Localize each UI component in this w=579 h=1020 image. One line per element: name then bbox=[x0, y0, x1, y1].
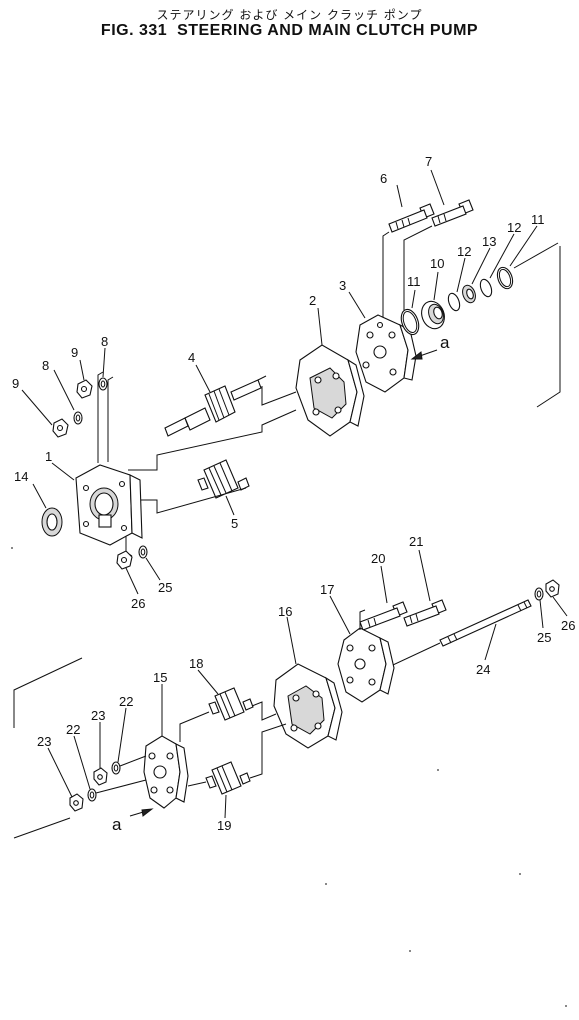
nut-26-left bbox=[116, 550, 133, 570]
washer-8-upper bbox=[98, 377, 108, 391]
view-label-a-lower: a bbox=[112, 815, 122, 834]
callout-26-right: 26 bbox=[561, 618, 575, 633]
o-ring-11-outer bbox=[496, 266, 514, 290]
callout-22b: 22 bbox=[66, 722, 80, 737]
gear-case-16 bbox=[273, 663, 343, 749]
nut-23-upper bbox=[93, 767, 108, 786]
figure-title: FIG. 331 STEERING AND MAIN CLUTCH PUMP bbox=[100, 22, 479, 39]
bolt-21 bbox=[403, 599, 447, 627]
callout-7: 7 bbox=[425, 154, 432, 169]
gear-18 bbox=[208, 687, 254, 721]
nut-26-right bbox=[545, 579, 560, 598]
washer-25-right bbox=[534, 587, 544, 601]
leader-lines bbox=[21, 169, 568, 819]
callout-15: 15 bbox=[153, 670, 167, 685]
callout-6: 6 bbox=[380, 171, 387, 186]
callout-9b: 9 bbox=[71, 345, 78, 360]
rear-cover-17 bbox=[337, 627, 395, 703]
bolt-6 bbox=[388, 203, 435, 233]
callout-18: 18 bbox=[189, 656, 203, 671]
oil-seal-14 bbox=[41, 507, 63, 537]
washer-12-outer bbox=[479, 278, 493, 298]
callout-23b: 23 bbox=[37, 734, 51, 749]
callout-17: 17 bbox=[320, 582, 334, 597]
nut-23-lower bbox=[69, 793, 84, 812]
callout-9a: 9 bbox=[12, 376, 19, 391]
callout-labels: 6 7 3 2 4 5 1 14 9 9 8 8 26 25 11 10 12 … bbox=[12, 154, 575, 833]
figure-title-japanese: ステアリング および メイン クラッチ ポンプ bbox=[156, 8, 423, 22]
callout-16: 16 bbox=[278, 604, 292, 619]
bolt-7 bbox=[431, 199, 474, 227]
washer-22-lower bbox=[87, 788, 97, 802]
callout-12a: 12 bbox=[457, 244, 471, 259]
scan-specks bbox=[11, 547, 567, 1007]
callout-12b: 12 bbox=[507, 220, 521, 235]
callout-14: 14 bbox=[14, 469, 28, 484]
nut-9-lower bbox=[52, 418, 69, 438]
gear-case-2 bbox=[295, 344, 365, 437]
washer-22-upper bbox=[111, 761, 121, 775]
cover-plate-3 bbox=[355, 314, 417, 393]
nut-9-upper bbox=[76, 379, 93, 399]
callout-21: 21 bbox=[409, 534, 423, 549]
callout-19: 19 bbox=[217, 818, 231, 833]
callout-22a: 22 bbox=[119, 694, 133, 709]
callout-11a: 11 bbox=[407, 274, 421, 289]
washer-8-lower bbox=[73, 411, 83, 425]
callout-25-left: 25 bbox=[158, 580, 172, 595]
bearing-10 bbox=[421, 300, 445, 330]
callout-5: 5 bbox=[231, 516, 238, 531]
front-housing-1 bbox=[75, 464, 143, 546]
view-label-a: a bbox=[440, 333, 450, 352]
driven-gear-5 bbox=[197, 459, 250, 499]
gear-19 bbox=[205, 761, 251, 795]
callout-26-left: 26 bbox=[131, 596, 145, 611]
view-arrow-a-upper: a bbox=[410, 333, 450, 360]
o-ring-11 bbox=[400, 308, 420, 336]
callout-3: 3 bbox=[339, 278, 346, 293]
washer-25-left bbox=[138, 545, 148, 559]
callout-8b: 8 bbox=[101, 334, 108, 349]
drive-gear-shaft-4 bbox=[164, 375, 267, 437]
stud-bolt-24 bbox=[439, 599, 532, 647]
callout-1: 1 bbox=[45, 449, 52, 464]
callout-25-right: 25 bbox=[537, 630, 551, 645]
bolt-20 bbox=[359, 601, 408, 631]
callout-20: 20 bbox=[371, 551, 385, 566]
callout-2: 2 bbox=[309, 293, 316, 308]
needle-bearing-13 bbox=[462, 284, 476, 304]
front-housing-15 bbox=[143, 735, 189, 809]
callout-10: 10 bbox=[430, 256, 444, 271]
callout-13: 13 bbox=[482, 234, 496, 249]
callout-24: 24 bbox=[476, 662, 490, 677]
callout-23a: 23 bbox=[91, 708, 105, 723]
callout-8a: 8 bbox=[42, 358, 49, 373]
callout-4: 4 bbox=[188, 350, 195, 365]
view-arrow-a-lower: a bbox=[112, 808, 154, 834]
callout-11b: 11 bbox=[531, 212, 545, 227]
washer-12-inner bbox=[447, 292, 461, 312]
